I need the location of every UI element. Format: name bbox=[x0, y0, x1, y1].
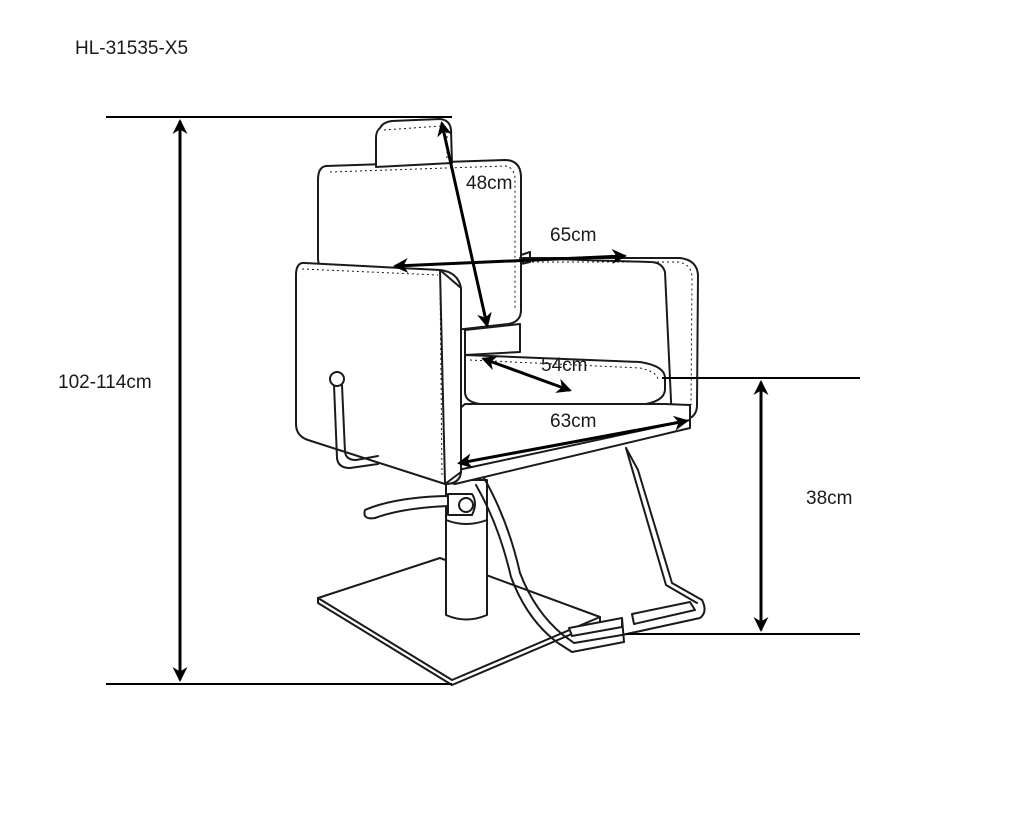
dimension-seat-width: 63cm bbox=[457, 411, 689, 469]
pump-pedal bbox=[363, 493, 476, 520]
chair-illustration bbox=[295, 118, 706, 686]
dimension-headrest: 48cm bbox=[437, 121, 512, 328]
seat-depth-label: 54cm bbox=[541, 355, 587, 376]
footrest-frame bbox=[475, 447, 706, 653]
dimension-seat-depth: 54cm bbox=[481, 355, 587, 393]
seat-width-label: 63cm bbox=[550, 411, 596, 432]
dimension-seat-height: 38cm bbox=[626, 377, 860, 635]
model-code: HL-31535-X5 bbox=[75, 38, 188, 59]
left-armrest bbox=[295, 261, 462, 485]
seat-height-label: 38cm bbox=[806, 488, 852, 509]
headrest bbox=[375, 118, 453, 168]
headrest-label: 48cm bbox=[466, 173, 512, 194]
width-label: 65cm bbox=[550, 225, 596, 246]
dimension-total-height: 102-114cm bbox=[58, 116, 452, 685]
total-height-label: 102-114cm bbox=[58, 372, 152, 393]
dimension-width: 65cm bbox=[393, 225, 627, 273]
